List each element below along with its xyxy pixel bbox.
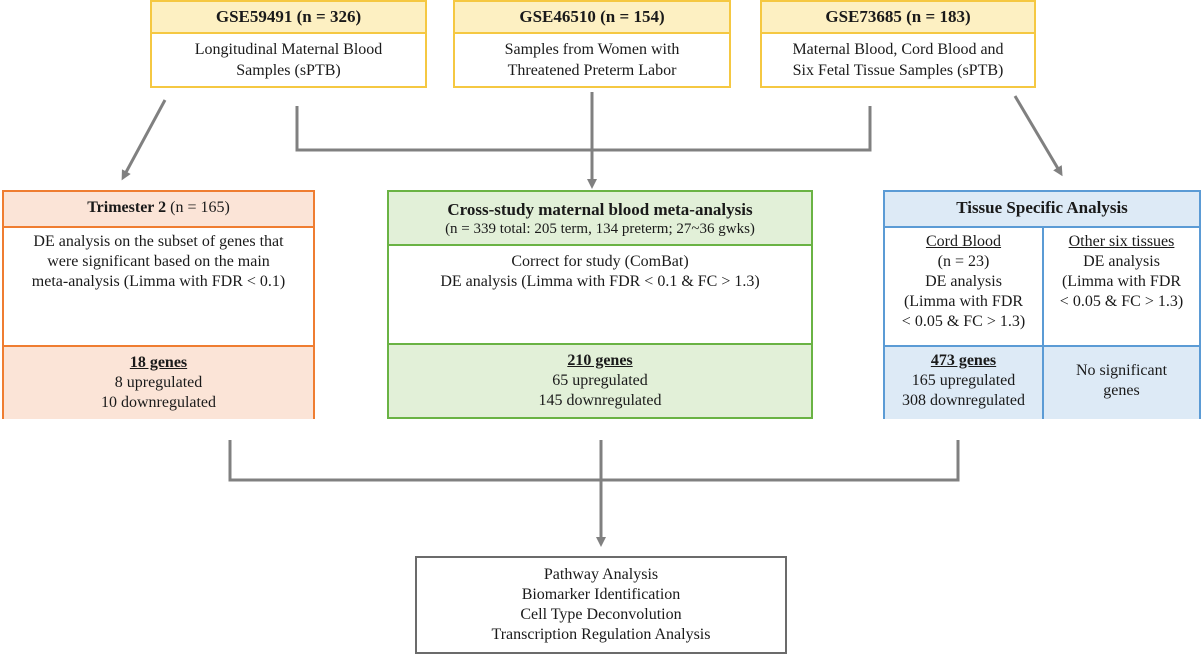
cross-study-box: Cross-study maternal blood meta-analysis… <box>387 190 813 419</box>
trimester-title: Trimester 2 <box>87 199 167 216</box>
dataset-desc: Longitudinal Maternal Blood <box>194 41 383 58</box>
downstream-item: Pathway Analysis <box>543 566 659 583</box>
cross-genes: 210 genes <box>567 352 633 369</box>
cross-title: Cross-study maternal blood meta-analysis <box>447 200 753 219</box>
tissue-result-divider <box>1042 345 1044 419</box>
dataset-desc: Threatened Preterm Labor <box>507 62 677 79</box>
other-body-line: < 0.05 & FC > 1.3) <box>1059 293 1184 310</box>
dataset-title: GSE73685 (n = 183) <box>762 2 1034 34</box>
downstream-item: Cell Type Deconvolution <box>520 606 682 623</box>
other-tissues-label: Other six tissues <box>1068 233 1175 250</box>
other-body-line: (Limma with FDR <box>1061 273 1182 290</box>
cord-body-line: (n = 23) <box>937 253 990 270</box>
other-body-line: DE analysis <box>1083 253 1160 270</box>
downstream-item: Transcription Regulation Analysis <box>491 626 711 643</box>
cross-result: 210 genes 65 upregulated 145 downregulat… <box>389 343 811 417</box>
dataset-title: GSE59491 (n = 326) <box>152 2 425 34</box>
cross-body-line: Correct for study (ComBat) <box>511 253 689 270</box>
trimester-body-line: DE analysis on the subset of genes that <box>33 233 284 250</box>
trimester-up: 8 upregulated <box>114 374 203 391</box>
cross-up: 65 upregulated <box>552 372 648 389</box>
tissue-title: Tissue Specific Analysis <box>885 192 1199 228</box>
trimester-body-line: were significant based on the main <box>47 253 270 270</box>
cross-subtitle: (n = 339 total: 205 term, 134 preterm; 2… <box>445 221 755 237</box>
other-result-line: genes <box>1103 382 1140 399</box>
dataset-desc: Samples (sPTB) <box>236 62 341 79</box>
cord-up: 165 upregulated <box>911 372 1016 389</box>
cord-genes: 473 genes <box>930 352 997 369</box>
cross-body: Correct for study (ComBat) DE analysis (… <box>389 246 811 343</box>
arrow-to-tissue <box>1013 95 1063 177</box>
trimester-body: DE analysis on the subset of genes that … <box>4 228 313 345</box>
bracket-results <box>228 440 960 482</box>
tissue-columns: Cord Blood (n = 23) DE analysis (Limma w… <box>885 228 1199 419</box>
downstream-item: Biomarker Identification <box>521 586 681 603</box>
cord-blood-label: Cord Blood <box>925 233 1002 250</box>
trimester-result: 18 genes 8 upregulated 10 downregulated <box>4 345 313 419</box>
dataset-desc: Samples from Women with <box>504 41 680 58</box>
trimester-genes: 18 genes <box>129 354 188 371</box>
cord-body-line: (Limma with FDR <box>903 293 1024 310</box>
cord-body-line: DE analysis <box>925 273 1002 290</box>
cord-down: 308 downregulated <box>901 392 1026 409</box>
cord-result: 473 genes 165 upregulated 308 downregula… <box>885 351 1042 411</box>
cross-down: 145 downregulated <box>538 392 662 409</box>
cord-blood-panel: Cord Blood (n = 23) DE analysis (Limma w… <box>885 232 1042 344</box>
other-result: No significant genes <box>1044 361 1199 401</box>
trimester-down: 10 downregulated <box>100 394 217 411</box>
dataset-box-gse73685: GSE73685 (n = 183) Maternal Blood, Cord … <box>760 0 1036 88</box>
other-result-line: No significant <box>1075 362 1168 379</box>
trimester-n: (n = 165) <box>166 199 230 216</box>
dataset-box-gse46510: GSE46510 (n = 154) Samples from Women wi… <box>453 0 731 88</box>
dataset-desc: Maternal Blood, Cord Blood and <box>792 41 1004 58</box>
bracket-datasets <box>295 106 872 152</box>
arrow-to-trimester <box>121 99 167 181</box>
trimester-box: Trimester 2 (n = 165) DE analysis on the… <box>2 190 315 419</box>
cord-body-line: < 0.05 & FC > 1.3) <box>901 313 1026 330</box>
cross-header: Cross-study maternal blood meta-analysis… <box>389 192 811 246</box>
other-tissues-panel: Other six tissues DE analysis (Limma wit… <box>1044 232 1199 344</box>
tissue-divider <box>1042 228 1044 419</box>
dataset-box-gse59491: GSE59491 (n = 326) Longitudinal Maternal… <box>150 0 427 88</box>
dataset-title: GSE46510 (n = 154) <box>455 2 729 34</box>
downstream-analysis-box: Pathway Analysis Biomarker Identificatio… <box>415 556 787 654</box>
tissue-box: Tissue Specific Analysis Cord Blood (n =… <box>883 190 1201 419</box>
cross-body-line: DE analysis (Limma with FDR < 0.1 & FC >… <box>440 273 760 290</box>
trimester-body-line: meta-analysis (Limma with FDR < 0.1) <box>31 273 286 290</box>
trimester-header: Trimester 2 (n = 165) <box>4 192 313 228</box>
dataset-desc: Six Fetal Tissue Samples (sPTB) <box>792 62 1004 79</box>
